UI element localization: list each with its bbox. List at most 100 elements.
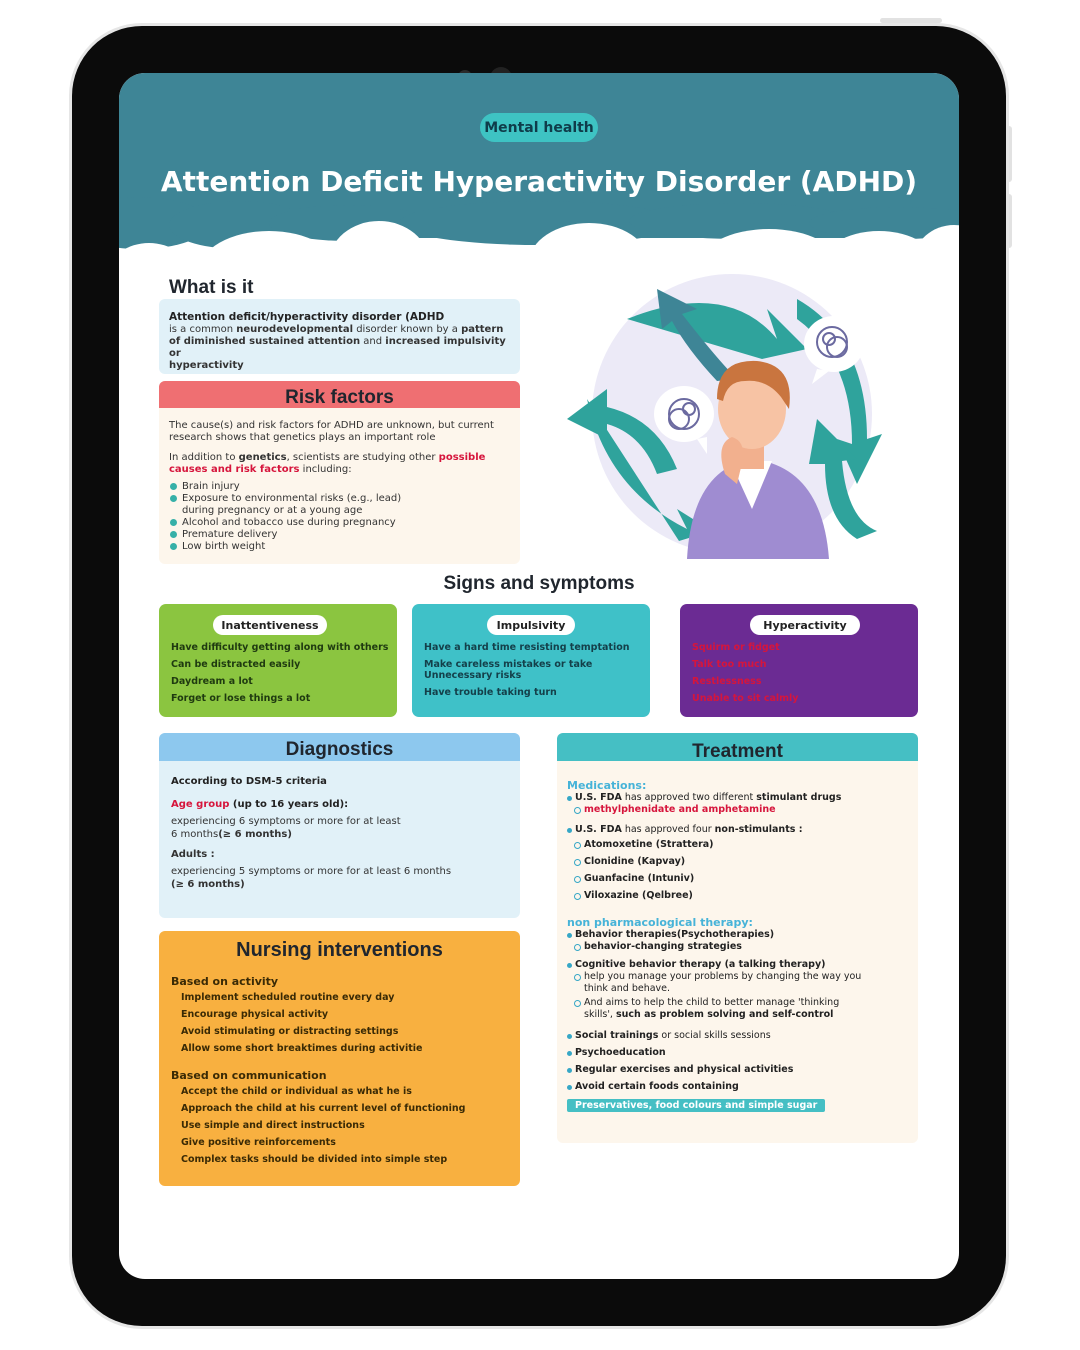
- stimulant-drugs: methylphenidate and amphetamine: [567, 804, 912, 816]
- list-item: Use simple and direct instructions: [181, 1120, 365, 1131]
- adhd-illustration: [567, 274, 882, 559]
- list-item: Give positive reinforcements: [181, 1137, 336, 1148]
- list-item: Allow some short breaktimes during activ…: [181, 1043, 423, 1054]
- person-hair: [717, 360, 790, 409]
- definition-line-3: of diminished sustained attention and in…: [169, 336, 506, 359]
- diagnostics-box: Diagnostics According to DSM-5 criteria …: [159, 733, 520, 918]
- avoid-foods: Avoid certain foods containing: [567, 1081, 912, 1093]
- inattentiveness-list: Have difficulty getting along with other…: [171, 642, 389, 710]
- list-item: Squirm or fidget: [692, 642, 780, 653]
- adults-label: Adults :: [171, 849, 215, 860]
- social-trainings: Social trainings or social skills sessio…: [567, 1030, 912, 1042]
- risk-intro: The cause(s) and risk factors for ADHD a…: [169, 420, 494, 443]
- clouds: [119, 221, 959, 323]
- hyperactivity-card: Hyperactivity Squirm or fidget Talk too …: [680, 604, 918, 717]
- list-item: Guanfacine (Intuniv): [567, 873, 912, 885]
- regular-exercises: Regular exercises and physical activitie…: [567, 1064, 912, 1076]
- list-item: Viloxazine (Qelbree): [567, 890, 912, 902]
- thought-bubble: [654, 386, 714, 442]
- inattentiveness-card: Inattentiveness Have difficulty getting …: [159, 604, 397, 717]
- thought-bubble: [804, 316, 864, 372]
- list-item: Restlessness: [692, 676, 762, 687]
- list-item: Approach the child at his current level …: [181, 1103, 466, 1114]
- dsm5-criteria: According to DSM-5 criteria: [171, 776, 327, 787]
- list-item: Forget or lose things a lot: [171, 693, 311, 704]
- behavior-therapies: Behavior therapies(Psychotherapies): [567, 929, 912, 941]
- diagnostics-heading: Diagnostics: [285, 739, 394, 760]
- impulsivity-card: Impulsivity Have a hard time resisting t…: [412, 604, 650, 717]
- person-shirt: [687, 459, 829, 559]
- risk-factors-header-bar: [159, 381, 520, 408]
- cbt-description: help you manage your problems by changin…: [567, 971, 887, 995]
- definition-line-1: Attention deficit/hyperactivity disorder…: [169, 311, 445, 323]
- group-label: Based on activity: [171, 975, 279, 988]
- inattentiveness-title: Inattentiveness: [213, 615, 327, 635]
- list-item: Encourage physical activity: [181, 1009, 329, 1020]
- list-item: Implement scheduled routine every day: [181, 992, 395, 1003]
- list-item: Unable to sit calmly: [692, 693, 799, 704]
- age-group-label: Age group (up to 16 years old):: [171, 799, 349, 810]
- what-is-it-box: Attention deficit/hyperactivity disorder…: [159, 299, 520, 374]
- medications-label: Medications:: [567, 779, 647, 792]
- tablet-volume-down-button: [1006, 194, 1012, 248]
- list-item: Make careless mistakes or take Unnecessa…: [424, 659, 593, 681]
- definition-line-2: is a common neurodevelopmental disorder …: [169, 324, 504, 335]
- list-item: Low birth weight: [169, 541, 409, 553]
- signs-symptoms-heading: Signs and symptoms: [443, 573, 635, 594]
- non-stimulant-approval: U.S. FDA has approved four non-stimulant…: [567, 824, 912, 836]
- list-item: Avoid stimulating or distracting setting…: [181, 1026, 399, 1037]
- nursing-activity-group: Based on activity Implement scheduled ro…: [171, 975, 511, 1057]
- nursing-interventions-heading: Nursing interventions: [236, 939, 443, 961]
- adults-duration: (≥ 6 months): [171, 879, 245, 890]
- treatment-box: Treatment Medications: U.S. FDA has appr…: [557, 733, 918, 1143]
- list-item: Atomoxetine (Strattera): [567, 839, 912, 851]
- what-is-it-heading: What is it: [169, 277, 254, 298]
- treatment-heading: Treatment: [692, 741, 783, 762]
- behavior-strategies: behavior-changing strategies: [567, 941, 912, 953]
- risk-factors-heading: Risk factors: [285, 387, 394, 408]
- nursing-interventions-box: Nursing interventions Based on activity …: [159, 931, 520, 1186]
- header-banner: [119, 73, 959, 323]
- adults-text: experiencing 5 symptoms or more for at l…: [171, 866, 452, 877]
- tablet-volume-up-button: [1006, 126, 1012, 182]
- list-item: Daydream a lot: [171, 676, 253, 687]
- non-pharmacological-label: non pharmacological therapy:: [567, 916, 753, 929]
- risk-genetics: In addition to genetics, scientists are …: [169, 452, 486, 475]
- nursing-communication-group: Based on communication Accept the child …: [171, 1069, 511, 1168]
- tablet-top-button: [880, 18, 942, 23]
- list-item: Complex tasks should be divided into sim…: [181, 1154, 448, 1165]
- age-group-text: experiencing 6 symptoms or more for at l…: [171, 816, 401, 827]
- cognitive-behavior-therapy: Cognitive behavior therapy (a talking th…: [567, 959, 912, 971]
- list-item: Accept the child or individual as what h…: [181, 1086, 412, 1097]
- mental-health-badge: Mental health: [480, 113, 598, 142]
- group-label: Based on communication: [171, 1069, 327, 1082]
- person-face: [718, 369, 786, 449]
- list-item: Have trouble taking turn: [424, 687, 557, 698]
- list-item: Alcohol and tobacco use during pregnancy: [169, 517, 409, 529]
- psychoeducation: Psychoeducation: [567, 1047, 912, 1059]
- risk-factor-list: Brain injury Exposure to environmental r…: [169, 481, 409, 553]
- diagnostics-header-bar: [159, 733, 520, 761]
- avoid-foods-tag: Preservatives, food colours and simple s…: [567, 1099, 826, 1112]
- scribble-icon: [668, 398, 700, 430]
- hyperactivity-title: Hyperactivity: [750, 615, 860, 635]
- stimulant-approval: U.S. FDA has approved two different stim…: [567, 792, 912, 804]
- list-item: Exposure to environmental risks (e.g., l…: [169, 493, 409, 517]
- page-title: Attention Deficit Hyperactivity Disorder…: [160, 165, 918, 198]
- hyperactivity-list: Squirm or fidget Talk too much Restlessn…: [692, 642, 910, 710]
- list-item: Premature delivery: [169, 529, 409, 541]
- list-item: Talk too much: [692, 659, 767, 670]
- list-item: Have a hard time resisting temptation: [424, 642, 630, 653]
- treatment-header-bar: [557, 733, 918, 761]
- impulsivity-list: Have a hard time resisting temptation Ma…: [424, 642, 642, 704]
- infographic-screen: Mental health Attention Deficit Hyperact…: [119, 73, 959, 1279]
- risk-factors-box: Risk factors The cause(s) and risk facto…: [159, 381, 520, 564]
- definition-line-4: hyperactivity: [169, 360, 244, 371]
- list-item: Brain injury: [169, 481, 409, 493]
- scribble-icon: [816, 326, 848, 358]
- age-group-duration: 6 months(≥ 6 months): [171, 829, 292, 840]
- person-hand: [721, 437, 744, 484]
- list-item: Clonidine (Kapvay): [567, 856, 912, 868]
- impulsivity-title: Impulsivity: [487, 615, 575, 635]
- list-item: Can be distracted easily: [171, 659, 301, 670]
